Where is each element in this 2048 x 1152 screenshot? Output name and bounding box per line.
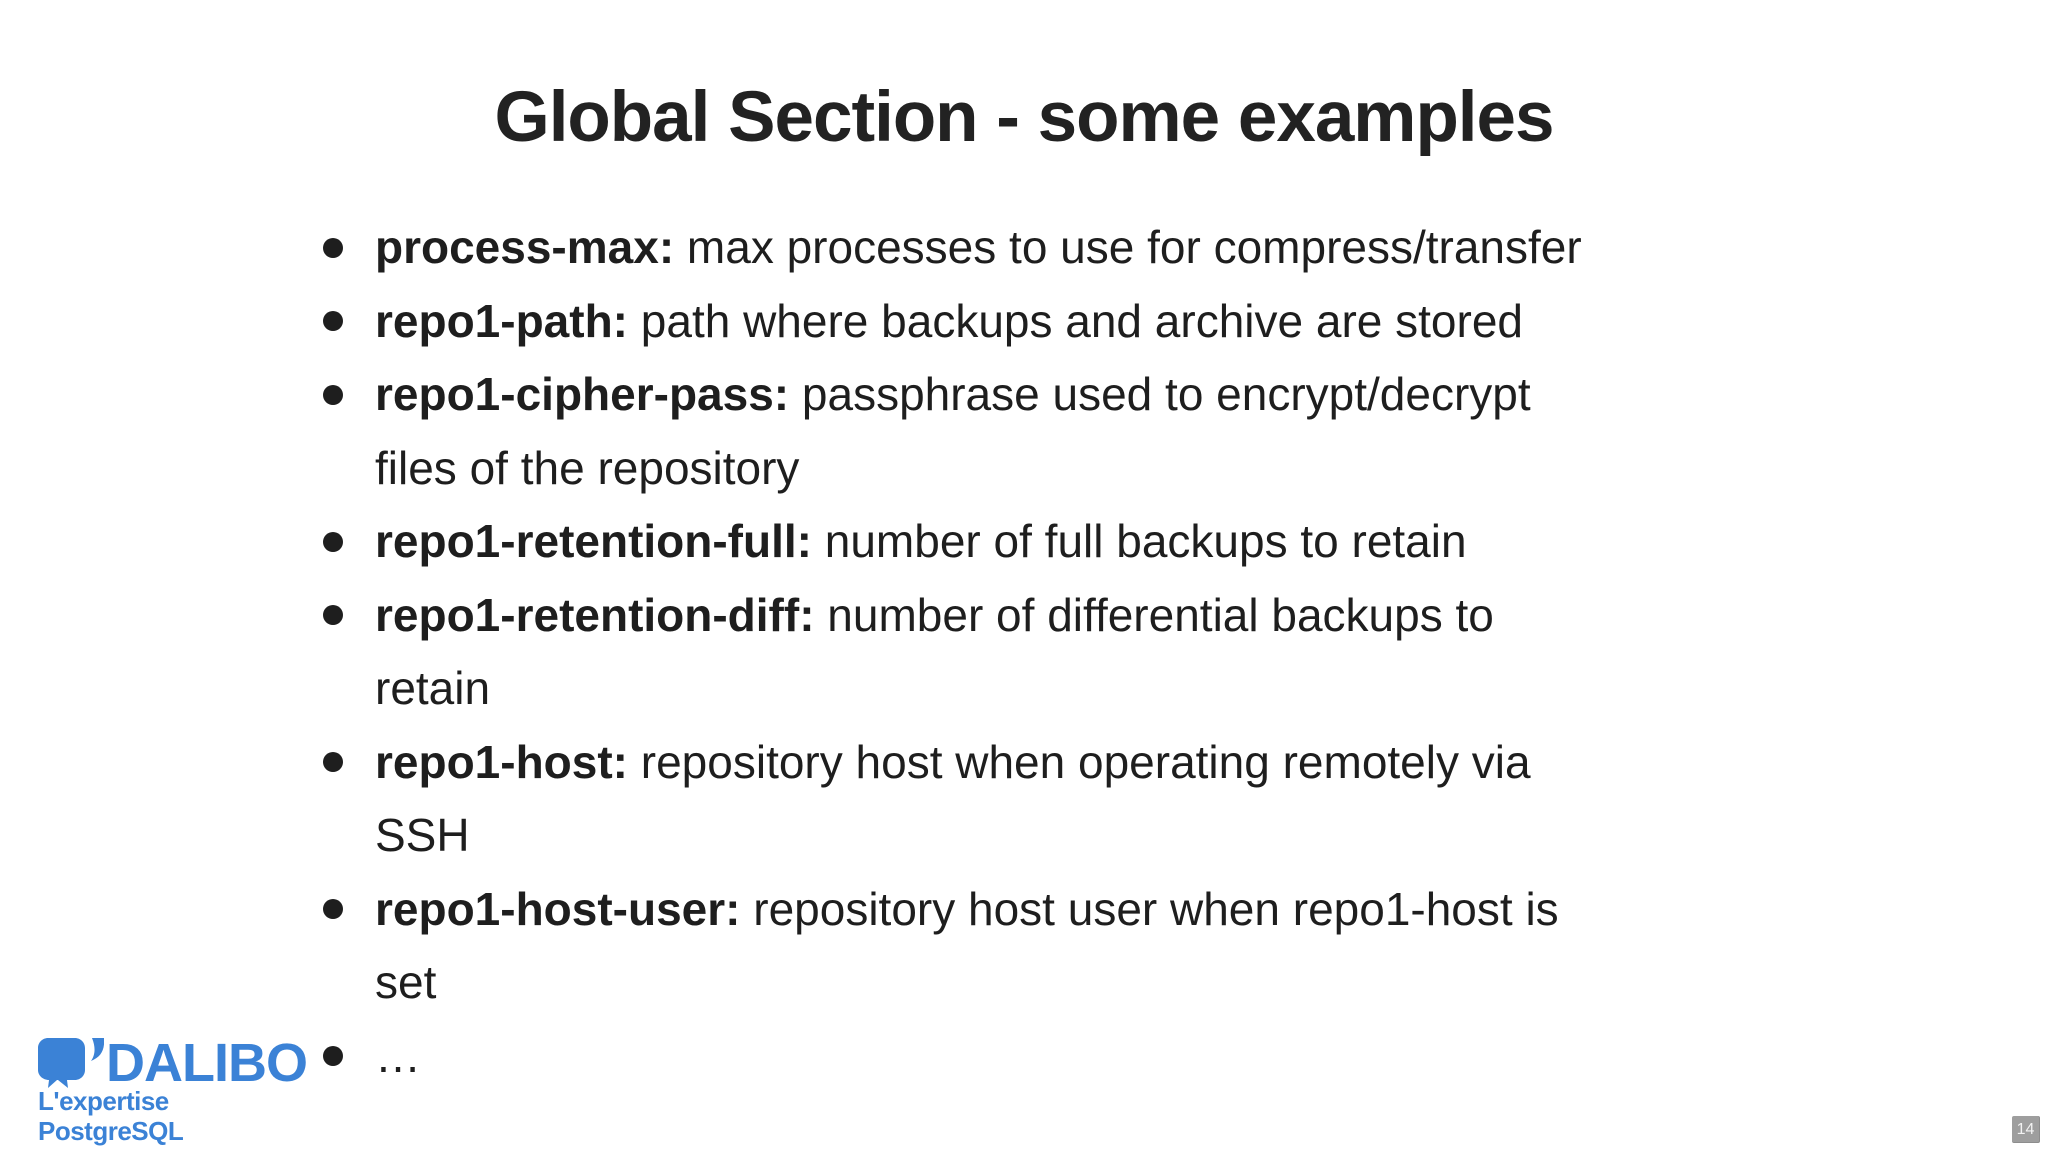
- list-item: repo1-path: path where backups and archi…: [323, 285, 1743, 359]
- list-item: process-max: max processes to use for co…: [323, 211, 1743, 285]
- option-description: files of the repository: [375, 441, 800, 494]
- list-item: …: [323, 1020, 1743, 1094]
- bullet-list: process-max: max processes to use for co…: [323, 211, 1743, 1093]
- option-description: SSH: [375, 809, 470, 861]
- option-name: repo1-host:: [375, 735, 628, 788]
- option-name: repo1-retention-full:: [375, 515, 812, 567]
- option-description: number of full backups to retain: [824, 515, 1467, 567]
- list-item: repo1-retention-full: number of full bac…: [323, 505, 1743, 579]
- dalibo-elephant-icon: [38, 1038, 104, 1088]
- option-name: process-max:: [375, 221, 675, 273]
- option-name: repo1-path:: [375, 294, 628, 347]
- option-name: repo1-cipher-pass:: [375, 368, 790, 420]
- option-description: …: [375, 1029, 421, 1082]
- list-item: repo1-host-user: repository host user wh…: [323, 873, 1743, 1020]
- list-item: repo1-host: repository host when operati…: [323, 726, 1743, 873]
- logo-wordmark: DALIBO: [106, 1033, 308, 1093]
- option-description: repository host user when repo1-host is: [753, 882, 1559, 935]
- option-name: repo1-retention-diff:: [375, 588, 815, 641]
- logo-tagline: L'expertise PostgreSQL: [38, 1086, 184, 1146]
- option-description: retain: [375, 662, 491, 714]
- option-name: repo1-host-user:: [375, 882, 741, 935]
- option-description: max processes to use for compress/transf…: [686, 221, 1582, 273]
- option-description: path where backups and archive are store…: [640, 294, 1523, 347]
- option-description: passphrase used to encrypt/decrypt: [801, 368, 1531, 420]
- option-description: number of differential backups to: [827, 588, 1494, 641]
- list-item: repo1-retention-diff: number of differen…: [323, 579, 1743, 726]
- option-description: repository host when operating remotely …: [640, 735, 1531, 788]
- list-item: repo1-cipher-pass: passphrase used to en…: [323, 358, 1743, 505]
- option-description: set: [375, 956, 437, 1008]
- slide-title: Global Section - some examples: [494, 78, 1554, 157]
- page-number-badge: 14: [2012, 1116, 2040, 1143]
